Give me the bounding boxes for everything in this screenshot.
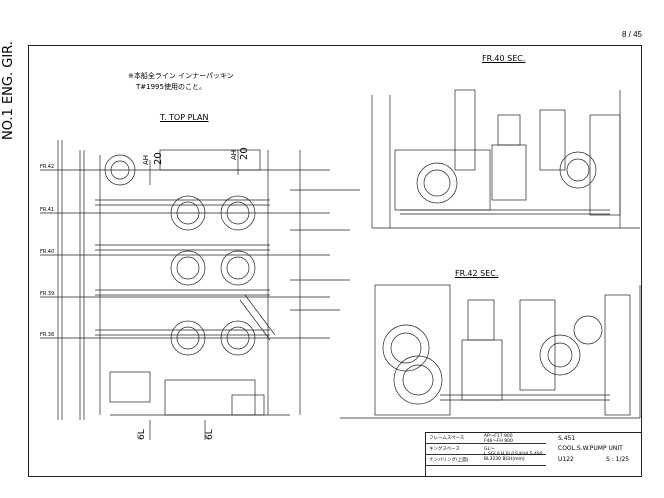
fr42-section-title: FR.42 SEC.	[455, 269, 499, 278]
dimension-label: AH	[230, 149, 238, 160]
row-key: キングスペース	[429, 447, 460, 452]
frame-label: FR.38	[40, 332, 55, 338]
engine-girder-label: NO.1 ENG. GIR.	[1, 41, 16, 140]
drawing-scale: S : 1/25	[606, 456, 630, 463]
fr40-section-view	[371, 89, 640, 229]
top-plan-view	[40, 140, 360, 440]
page-number: 8 / 45	[621, 30, 642, 39]
dimension-label: 6L	[137, 429, 147, 440]
fr42-section-view	[340, 284, 641, 419]
dimension-label: 20	[239, 147, 250, 160]
title-block-row: キングスペース GL〜L.SGL/LH,SL/LS,KH/LS,4S0	[426, 444, 546, 457]
row-value: F46〜FH 900	[484, 439, 513, 444]
title-block-row: フレームスペース AP〜F17 900 F46〜FH 900	[426, 433, 546, 444]
drawing-title: COOL.S.W.PUMP UNIT	[558, 445, 623, 452]
frame-label: FR.42	[40, 164, 55, 170]
drawing-code: U122	[558, 456, 574, 463]
dimension-label: 6L	[205, 429, 215, 440]
fr40-section-title: FR.40 SEC.	[482, 54, 526, 63]
drawing-number: S.451	[558, 435, 576, 442]
drawing-sheet-border	[28, 45, 642, 477]
frame-label: FR.41	[40, 207, 55, 213]
title-block-row: ナンバリング(上面) BL3230 BGH(mm)	[426, 455, 546, 466]
row-key: ナンバリング(上面)	[429, 458, 469, 463]
row-value: GL〜L.SGL/LH,SL/LS,KH/LS,4S0	[484, 447, 543, 457]
note-line-2: T#1995使用のこと。	[136, 83, 206, 91]
row-key: フレームスペース	[429, 436, 465, 441]
title-block: フレームスペース AP〜F17 900 F46〜FH 900 キングスペース G…	[425, 432, 642, 477]
frame-label: FR.39	[40, 291, 55, 297]
note-line-1: ※本船全ライン インナーパッキン	[128, 72, 234, 80]
dimension-label: 20	[153, 152, 164, 165]
row-value: AP〜F17 900	[484, 434, 513, 439]
frame-label: FR.40	[40, 249, 55, 255]
row-value: BL3230 BGH(mm)	[484, 457, 525, 462]
dimension-label: AH	[142, 154, 150, 165]
top-plan-title: T. TOP PLAN	[160, 113, 209, 122]
